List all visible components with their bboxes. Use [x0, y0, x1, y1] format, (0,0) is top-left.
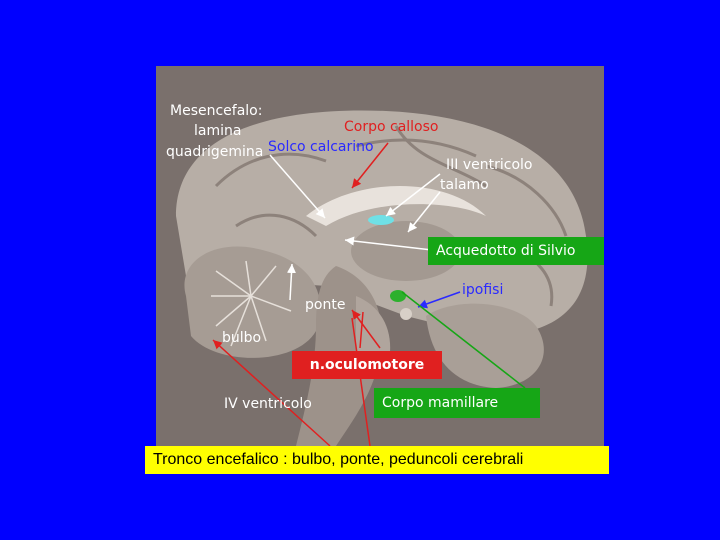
label-solco-calcarino: Solco calcarino — [268, 139, 374, 155]
label-bulbo: bulbo — [222, 330, 262, 346]
label-talamo: talamo — [440, 177, 489, 193]
label-lamina: lamina — [194, 123, 242, 139]
label-iii-ventricolo: III ventricolo — [446, 157, 533, 173]
label-ipofisi: ipofisi — [462, 282, 504, 298]
label-iv-ventricolo: IV ventricolo — [224, 396, 312, 412]
label-mesencefalo: Mesencefalo: — [170, 103, 263, 119]
label-acquedotto-silvio: Acquedotto di Silvio — [428, 237, 604, 265]
caption: Tronco encefalico : bulbo, ponte, pedunc… — [145, 446, 609, 474]
label-corpo-calloso: Corpo calloso — [344, 119, 439, 135]
label-n-oculomotore: n.oculomotore — [292, 351, 442, 379]
label-corpo-mamillare: Corpo mamillare — [374, 388, 540, 418]
label-quadrigemina: quadrigemina — [166, 144, 264, 160]
label-ponte: ponte — [305, 297, 346, 313]
